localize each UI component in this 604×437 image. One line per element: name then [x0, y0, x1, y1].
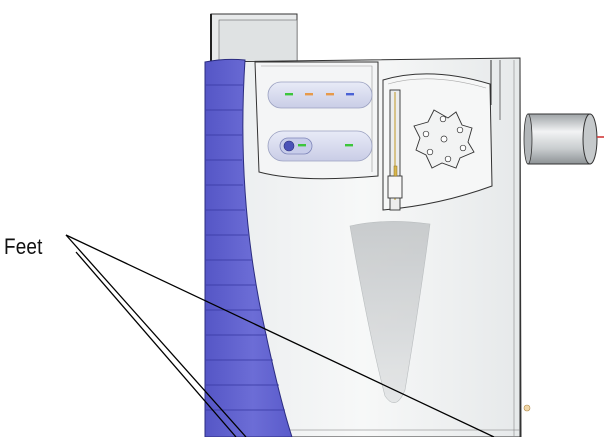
led-power-green	[298, 144, 306, 146]
power-knob-icon	[284, 141, 294, 151]
top-module	[211, 14, 297, 64]
status-led-bar	[268, 82, 372, 108]
led-green	[285, 93, 293, 95]
led-orange-2	[326, 93, 334, 95]
led-orange-1	[305, 93, 313, 95]
power-panel	[268, 131, 372, 161]
side-cylinder	[524, 114, 604, 164]
feet-callout-label: Feet	[4, 234, 43, 260]
valve-door	[383, 74, 492, 210]
corner-screw-icon	[524, 405, 530, 411]
led-ready-green	[345, 144, 353, 146]
led-blue	[346, 93, 354, 95]
